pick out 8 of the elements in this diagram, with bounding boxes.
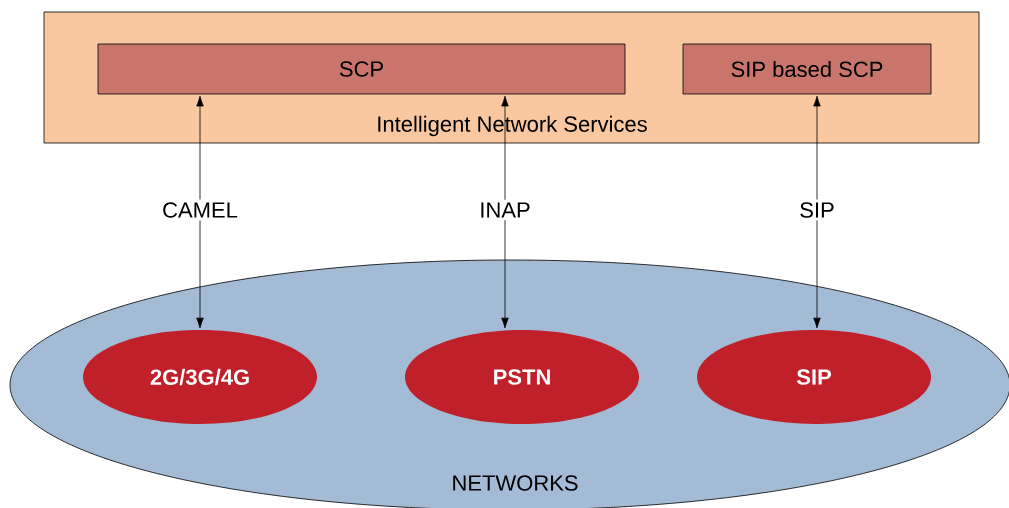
scp-box: SCP — [97, 43, 626, 95]
edge-label: INAP — [476, 199, 534, 221]
scp-box: SIP based SCP — [682, 43, 932, 95]
edge-label: SIP — [796, 199, 838, 221]
edge-label: CAMEL — [159, 199, 241, 221]
arrow — [813, 95, 821, 329]
arrow — [501, 95, 509, 329]
arrow — [196, 95, 204, 329]
